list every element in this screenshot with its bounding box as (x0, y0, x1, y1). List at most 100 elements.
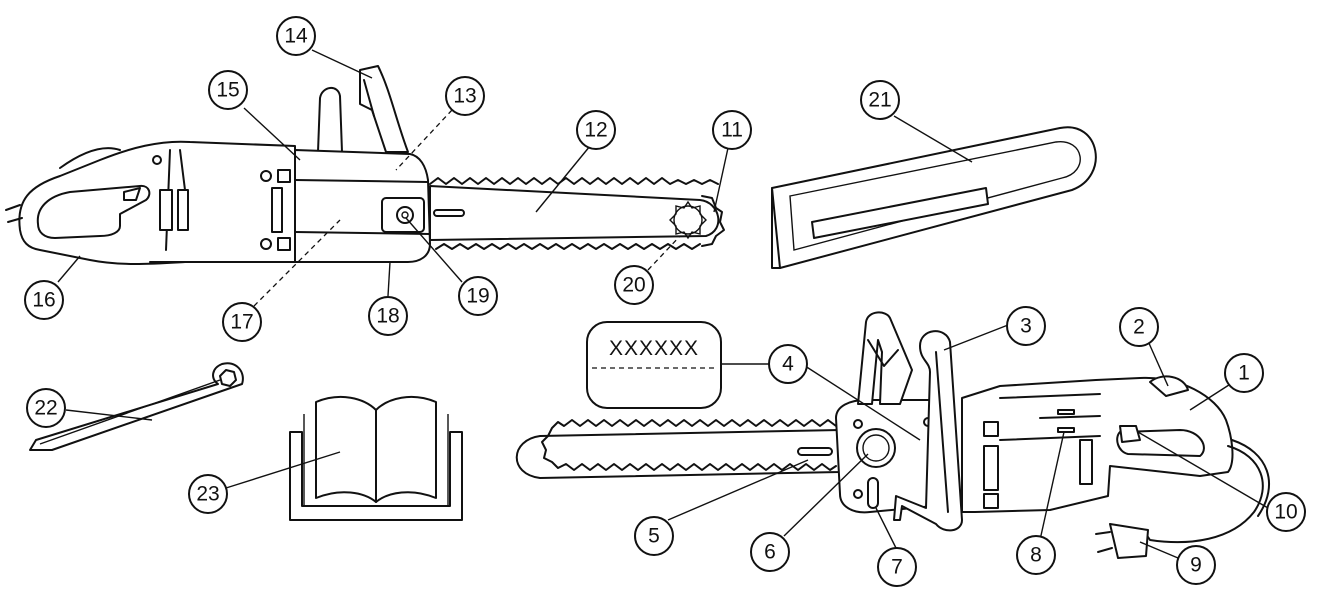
scabbard-slot (811, 187, 989, 239)
callout-16-label: 16 (32, 289, 55, 312)
callout-21: 21 (860, 80, 900, 120)
rating-label-text: XXXXXX (609, 337, 699, 360)
callout-22: 22 (26, 388, 66, 428)
leader-22 (65, 409, 153, 421)
callout-20-label: 20 (622, 274, 645, 297)
housing-seam-2 (999, 435, 1101, 441)
leader-15 (243, 107, 301, 161)
saw-chain-2 (541, 419, 837, 471)
oil-level-window (867, 477, 879, 509)
callout-7: 7 (877, 547, 917, 587)
callout-12-label: 12 (584, 119, 607, 142)
callout-23-label: 23 (196, 483, 219, 506)
callout-4: 4 (768, 344, 808, 384)
leader-6 (783, 453, 869, 537)
guide-bar-2 (515, 429, 841, 479)
saw-chain-top (429, 177, 719, 185)
leader-5 (667, 459, 809, 521)
leader-4b (801, 363, 921, 441)
trigger (123, 187, 141, 201)
rear-grip-ribs (59, 147, 121, 169)
leader-19 (405, 217, 463, 283)
saw-chain-tip (701, 195, 725, 247)
bar-nut (396, 206, 414, 224)
cover-screw (853, 419, 863, 429)
manual-page-edges (303, 414, 449, 506)
front-handle-inner (935, 351, 949, 513)
indicator-mark (1057, 409, 1075, 415)
callout-11: 11 (712, 110, 752, 150)
cover-screw-3 (853, 489, 863, 499)
callout-14: 14 (276, 16, 316, 56)
power-cord-stub (5, 204, 23, 223)
bar-nut-center (401, 211, 409, 219)
leader-1 (1189, 382, 1233, 411)
nose-sprocket-teeth (669, 200, 707, 240)
trigger-switch (1119, 425, 1141, 443)
callout-3-label: 3 (1020, 315, 1032, 338)
callout-8-label: 8 (1030, 544, 1042, 567)
chain-brake-lever (857, 311, 913, 405)
chain-brake-hand-guard (359, 65, 409, 153)
leader-17 (253, 219, 341, 307)
chainsaw-other-side-view (515, 311, 1270, 559)
leader-3 (943, 324, 1009, 351)
callout-1: 1 (1224, 353, 1264, 393)
callout-15: 15 (208, 70, 248, 110)
callout-20: 20 (614, 265, 654, 305)
scabbard-inner (789, 141, 1081, 251)
cover-edge-2 (294, 231, 431, 235)
callout-4-label: 4 (782, 353, 794, 376)
leader-23 (225, 451, 341, 489)
rating-label: XXXXXX (586, 321, 722, 409)
bar-nose-sprocket (673, 205, 703, 235)
plug-prongs (1095, 531, 1113, 553)
plug (1109, 523, 1149, 559)
callout-13: 13 (445, 76, 485, 116)
callout-12: 12 (576, 110, 616, 150)
housing-screw (152, 155, 162, 165)
callout-16: 16 (24, 280, 64, 320)
vent-slot-4 (1079, 439, 1093, 485)
saw-chain-bottom (435, 243, 701, 250)
callout-22-label: 22 (34, 397, 57, 420)
leader-9 (1139, 541, 1179, 559)
vent-slot-right (271, 187, 283, 233)
scabbard-edge (771, 187, 781, 269)
tension-knob-inner (862, 434, 890, 462)
housing-screw-2 (260, 170, 272, 182)
leader-7 (875, 507, 898, 551)
bar-wrench (29, 362, 244, 451)
rating-label-plate (586, 321, 722, 409)
callout-14-label: 14 (284, 25, 308, 48)
callout-10-label: 10 (1274, 501, 1297, 524)
callout-18: 18 (368, 296, 408, 336)
callout-18-label: 18 (376, 305, 399, 328)
callout-17-label: 17 (230, 311, 253, 334)
housing-tab-3 (983, 421, 999, 437)
callout-6-label: 6 (764, 541, 776, 564)
guide-bar (429, 185, 720, 241)
housing-tab (277, 169, 291, 183)
indicator-mark-2 (1057, 427, 1075, 433)
leader-12 (535, 145, 591, 213)
hand-guard-detail (363, 79, 375, 117)
callout-8: 8 (1016, 535, 1056, 575)
cover-edge (294, 179, 429, 183)
front-handle (317, 87, 343, 153)
wrench-edge (39, 379, 221, 445)
manual-cover (289, 431, 463, 521)
housing-tab-2 (277, 237, 291, 251)
housing-screw-3 (260, 238, 272, 250)
leader-14 (311, 49, 373, 79)
callout-13-label: 13 (453, 85, 476, 108)
callout-9: 9 (1176, 545, 1216, 585)
chainsaw-side-view (5, 65, 725, 265)
callout-15-label: 15 (216, 79, 239, 102)
leader-16 (57, 255, 81, 283)
leader-8 (1039, 431, 1065, 541)
handle-opening (36, 184, 151, 239)
wrench-hex-opening (219, 369, 237, 387)
leader-20 (647, 235, 681, 271)
